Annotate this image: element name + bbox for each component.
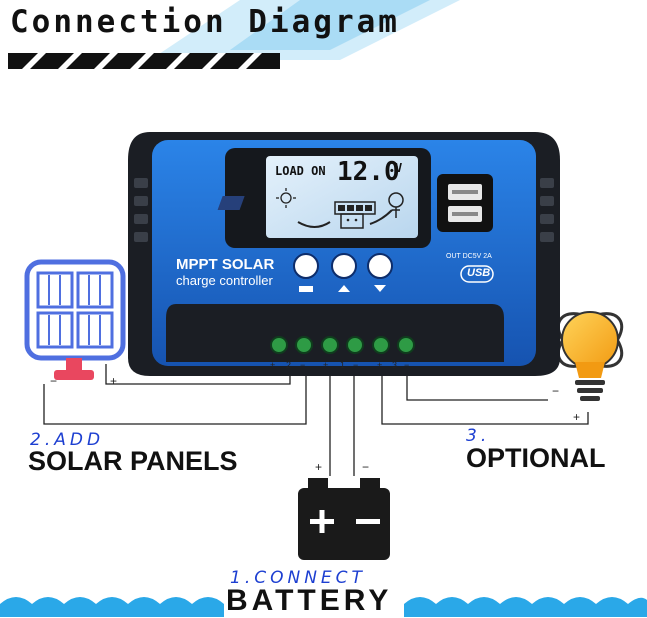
lcd-panel-icon (217, 196, 245, 210)
lcd-screen (266, 156, 418, 238)
lcd-voltage: 12.0 (337, 157, 400, 187)
battery-step-label: BATTERY (226, 584, 393, 617)
down-button[interactable] (367, 253, 393, 279)
terminal-label: 3 (392, 360, 398, 370)
lcd-arrow-icon (297, 221, 331, 228)
header-banner (8, 0, 460, 69)
polarity-plus: + (315, 460, 323, 474)
bottom-wave (0, 597, 647, 617)
terminal-screws (270, 336, 415, 354)
optional-step-label: OPTIONAL (466, 443, 606, 473)
brand-line-1: MPPT SOLAR (176, 256, 275, 273)
charge-controller (128, 132, 560, 376)
solar-step-number: 2.ADD (30, 430, 105, 450)
lcd-unit: V (395, 161, 403, 175)
usb-badge-label: USB (467, 267, 491, 279)
polarity-minus: − (50, 374, 58, 388)
lcd-arrow-icon (369, 209, 393, 225)
control-buttons (293, 253, 393, 292)
sun-icon (276, 188, 296, 208)
polarity-minus: − (552, 384, 560, 398)
up-arrow-icon (338, 285, 350, 292)
terminal-label: 1 (340, 360, 346, 370)
terminal-label: − (353, 360, 359, 370)
solar-step-label: SOLAR PANELS (28, 446, 238, 476)
polarity-plus: + (110, 374, 118, 388)
down-arrow-icon (374, 285, 386, 292)
usb-port (437, 174, 493, 232)
terminal-label: + (270, 360, 276, 370)
optional-step-number: 3. (466, 426, 491, 446)
solar-panel-icon (24, 259, 126, 380)
lcd-status: LOAD ON (275, 164, 326, 178)
menu-icon (299, 286, 313, 292)
terminal-label: 2 (286, 360, 292, 370)
lcd-battery-icon (334, 201, 376, 229)
usb-spec: OUT DC5V 2A (446, 253, 492, 260)
terminal-label: − (404, 360, 410, 370)
up-button[interactable] (331, 253, 357, 279)
battery-step-number: 1.CONNECT (230, 568, 366, 588)
polarity-plus: + (573, 410, 581, 424)
battery-icon (298, 478, 390, 560)
terminal-label: + (377, 360, 383, 370)
terminal-label: + (323, 360, 329, 370)
usb-badge (460, 265, 494, 283)
page-title: Connection Diagram (10, 4, 400, 40)
polarity-minus: − (362, 460, 370, 474)
menu-button[interactable] (293, 253, 319, 279)
terminal-block (166, 304, 504, 362)
terminal-label: − (300, 360, 306, 370)
light-bulb-icon (556, 311, 624, 401)
brand-line-2: charge controller (176, 273, 273, 288)
lcd-bulb-icon (388, 192, 404, 218)
